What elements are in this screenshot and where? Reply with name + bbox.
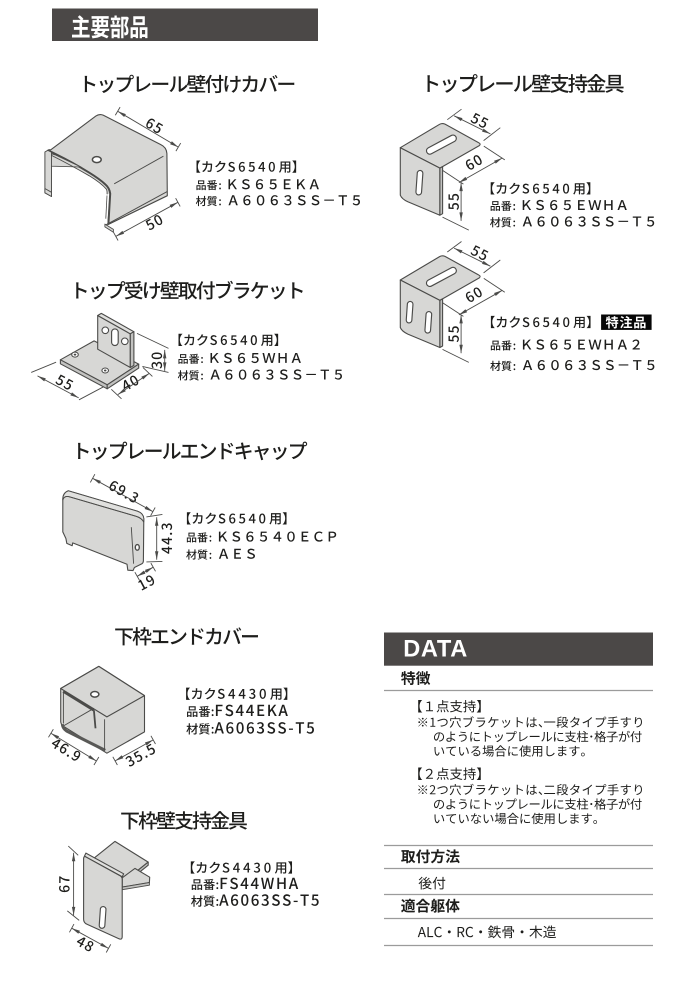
svg-text:DATA: DATA	[403, 637, 468, 663]
